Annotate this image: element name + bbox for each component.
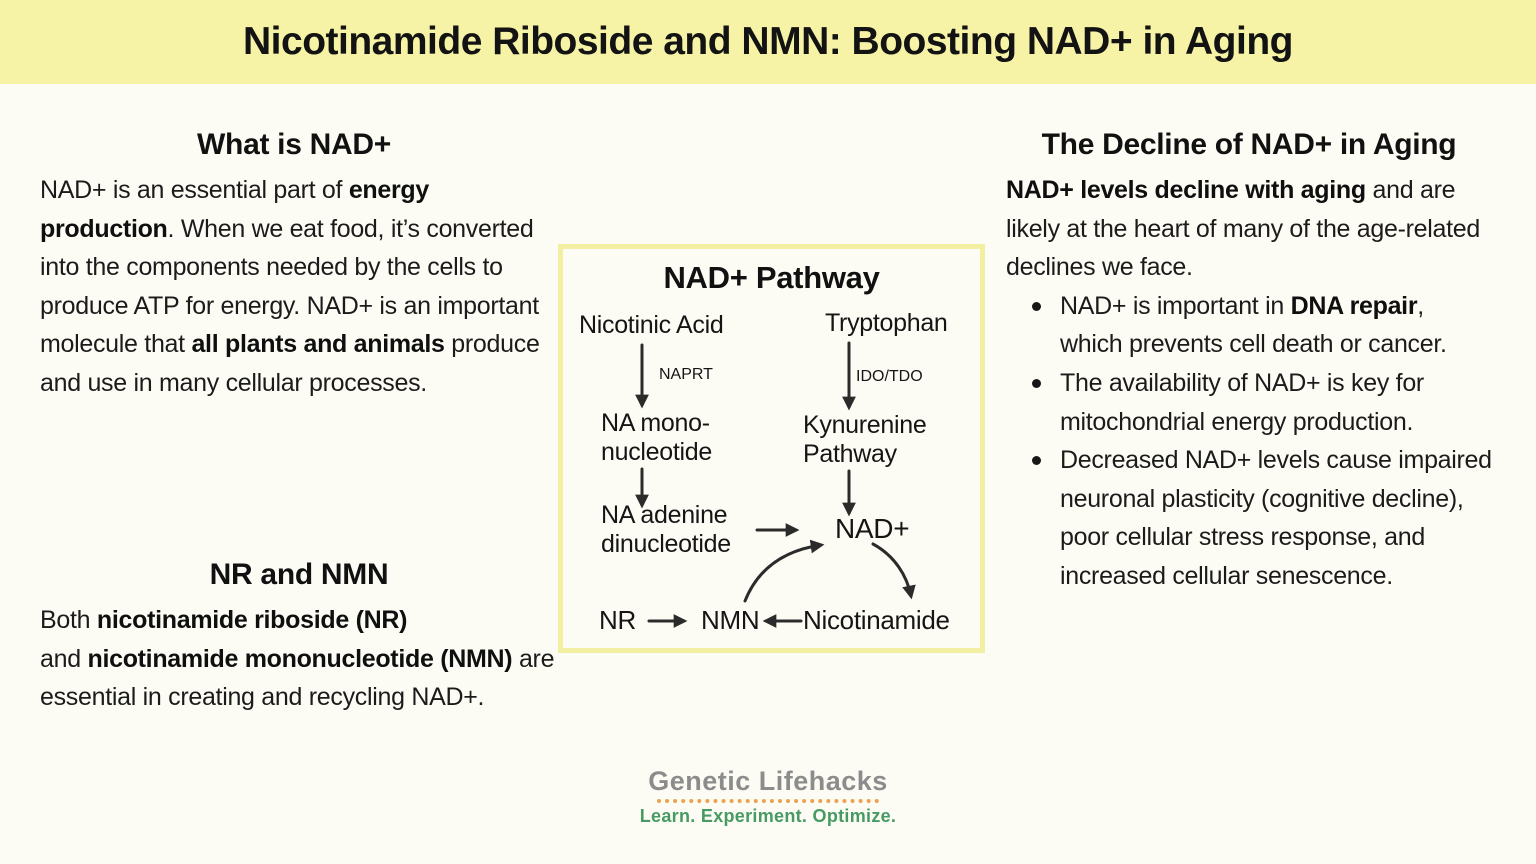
brand-name: Genetic Lifehacks <box>648 766 888 796</box>
section-nr-and-nmn: NR and NMN Both nicotinamide riboside (N… <box>40 558 558 717</box>
what-is-nad-heading: What is NAD+ <box>197 128 391 161</box>
label-ido-tdo-enzyme: IDO/TDO <box>856 368 923 385</box>
node-nr: NR <box>599 605 636 635</box>
brand-tagline: Learn. Experiment. Optimize. <box>639 806 897 826</box>
nr-and-nmn-paragraph: Both nicotinamide riboside (NR)and nicot… <box>40 606 555 712</box>
label-naprt-enzyme: NAPRT <box>659 366 713 383</box>
node-kynurenine-pathway: Kynurenine Pathway <box>803 411 927 468</box>
node-tryptophan: Tryptophan <box>825 309 948 337</box>
decline-paragraph: NAD+ levels decline with aging and are l… <box>1006 176 1480 282</box>
node-na-mononucleotide: NA mono- nucleotide <box>601 409 712 466</box>
header-banner: Nicotinamide Riboside and NMN: Boosting … <box>0 0 1536 84</box>
nad-pathway-diagram: NAD+ Pathway Nicotinic Acid Tryptophan N… <box>558 244 985 653</box>
decline-bullet-list: NAD+ is important in DNA repair, which p… <box>1006 287 1492 596</box>
node-nicotinic-acid: Nicotinic Acid <box>579 311 724 339</box>
bullet-mitochondrial-energy: The availability of NAD+ is key for mito… <box>1032 364 1492 441</box>
diagram-title: NAD+ Pathway <box>663 260 880 295</box>
what-is-nad-paragraph: NAD+ is an essential part of energy prod… <box>40 176 540 397</box>
node-nicotinamide: Nicotinamide <box>803 605 950 635</box>
node-nad: NAD+ <box>835 513 910 544</box>
brand-footer: Genetic Lifehacks Learn. Experiment. Opt… <box>0 766 1536 827</box>
node-nmn: NMN <box>701 605 760 635</box>
bullet-dna-repair: NAD+ is important in DNA repair, which p… <box>1032 287 1492 364</box>
node-na-adenine-dinucleotide: NA adenine dinucleotide <box>601 501 731 558</box>
brand-dotted-divider <box>657 799 879 803</box>
arrow-nmn-to-nad <box>743 539 825 603</box>
nr-and-nmn-heading: NR and NMN <box>209 558 389 591</box>
decline-heading: The Decline of NAD+ in Aging <box>1041 128 1457 161</box>
section-what-is-nad: What is NAD+ NAD+ is an essential part o… <box>40 128 548 403</box>
bullet-decreased-nad-effects: Decreased NAD+ levels cause impaired neu… <box>1032 441 1492 595</box>
page-title: Nicotinamide Riboside and NMN: Boosting … <box>243 20 1293 63</box>
section-decline-of-nad: The Decline of NAD+ in Aging NAD+ levels… <box>1006 128 1492 596</box>
arrow-nad-to-nicotinamide <box>871 542 916 600</box>
